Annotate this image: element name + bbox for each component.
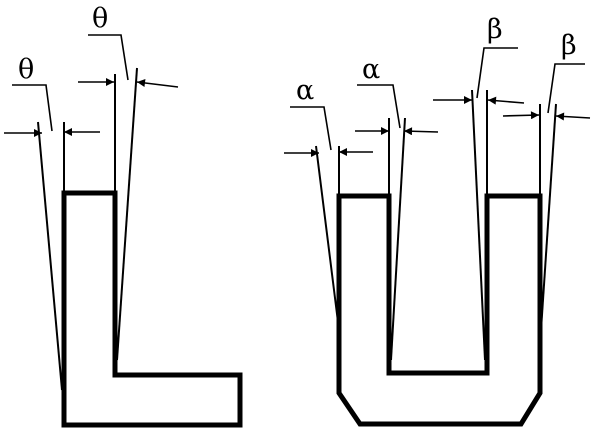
dimension-arrow-inner-right-2: [487, 96, 525, 105]
leader-line-theta-left: [12, 84, 53, 132]
taper-line-outer-right-slanted: [540, 103, 557, 331]
dimension-arrow-outer-right-2: [555, 112, 591, 121]
beta-label-outer: β: [561, 30, 577, 61]
leader-line-alpha-inner: [357, 84, 401, 129]
beta-label-inner: β: [487, 14, 503, 45]
theta-label-top: θ: [92, 3, 108, 34]
dimension-arrow-outer-right-1: [502, 111, 540, 120]
alpha-label-outer: α: [296, 75, 314, 106]
l-section-figure: θ θ: [4, 3, 243, 428]
taper-line-mid-slanted: [116, 67, 138, 361]
leader-line-beta-outer: [547, 63, 585, 114]
dimension-arrow-mid-2: [136, 78, 179, 88]
u-section-figure: α α β β: [284, 14, 591, 427]
leader-line-beta-inner: [476, 47, 518, 99]
l-section-outline: [61, 190, 243, 428]
taper-line-inner-right-slanted: [471, 89, 486, 361]
dimension-arrow-inner-left-2: [403, 127, 439, 136]
taper-line-left-outer: [37, 121, 63, 391]
alpha-label-inner: α: [362, 54, 380, 85]
leader-line-theta-top: [88, 34, 129, 81]
u-section-outline: [336, 193, 543, 427]
taper-line-inner-left-slanted: [390, 117, 406, 361]
theta-label-left: θ: [18, 54, 34, 85]
taper-line-outer-left-slanted: [315, 145, 340, 331]
leader-line-alpha-outer: [290, 106, 332, 151]
